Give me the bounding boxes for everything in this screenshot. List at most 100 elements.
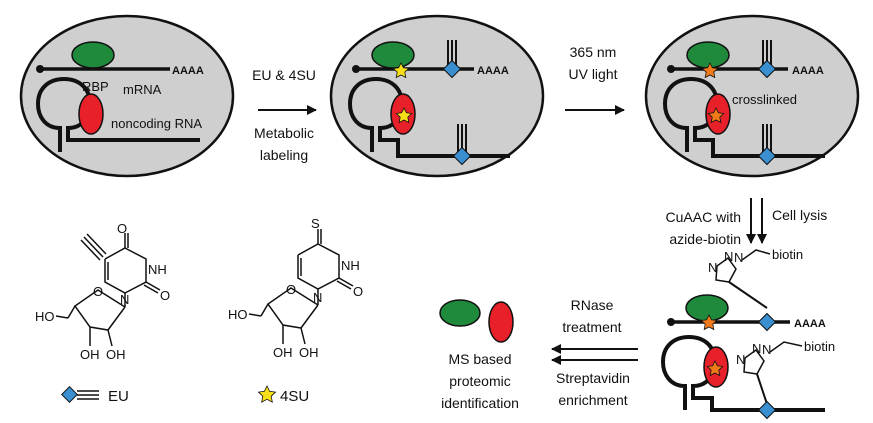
triazole-ring [715,256,737,283]
uracil-ring [297,243,340,290]
triazole-atom: N [734,250,743,265]
carbonyl-bond [336,280,352,290]
triazole-atom: N [752,341,761,356]
ho-bond [55,315,69,319]
triazole-biotin-bottom: N N N biotin [736,339,835,405]
result-line3: identification [441,395,519,411]
4su-atom-n: N [313,290,322,305]
star-4su-icon [395,107,413,124]
carbonyl-bond [143,284,159,294]
cell-labeled: AAAA [329,14,545,178]
mrna-label: mRNA [123,82,162,97]
4su-legend-star-icon [257,385,277,403]
star-crosslinked-icon [701,62,719,79]
eu-atom-n: N [120,292,129,307]
biotinylated-rna-complex: N N N biotin AAAA N N N biotin [660,247,835,420]
triazole-biotin-top: N N N biotin [708,247,803,309]
eu-marker-icon [757,312,777,332]
eu-atom-o: O [160,288,170,303]
step3-right-label: Cell lysis [772,207,827,223]
eu-marker-icon [757,400,777,420]
4su-atom-oh: OH [273,345,293,360]
alkyne-bond [80,239,101,261]
step2-label-line2: UV light [568,66,617,82]
triazole-atom: N [708,260,717,275]
triazole-atom: N [724,249,733,264]
4su-atom-o: O [286,282,296,297]
polya-tail-label: AAAA [477,65,509,77]
star-crosslinked-icon [700,314,718,331]
step2-label-line1: 365 nm [570,44,617,60]
eu-legend-marker-icon [61,386,78,403]
triazole-link-bond [728,281,768,309]
4su-atom-nh: NH [341,258,360,273]
ncrna-label: noncoding RNA [111,116,202,131]
eu-atom-nh: NH [148,262,167,277]
alkyne-bond [86,233,107,255]
triazole-atom: N [736,352,745,367]
polya-tail-label: AAAA [794,318,826,330]
crosslinked-label: crosslinked [732,92,797,107]
eu-structure [55,233,161,347]
eu-marker-icon [442,59,462,79]
triazole-link-bond [756,373,768,405]
rbp-green [371,41,415,69]
alkyne-bond [83,236,104,258]
cell-unlabeled: AAAA RBP mRNA noncoding RNA [19,14,235,178]
4su-structure [248,229,354,345]
step1-top-label: EU & 4SU [252,67,316,83]
ch2-bond [67,305,76,319]
eu-marker-icon [757,146,777,166]
ho-bond [248,313,262,317]
carbonyl-bond [145,281,161,291]
biotin-linker [741,249,771,261]
eu-atom-o: O [93,284,103,299]
step1-label-line2: labeling [260,147,308,163]
cell-crosslinked: AAAA crosslinked [644,14,860,178]
isolated-rbp-green [439,299,481,327]
step1-label-line1: Metabolic [254,125,314,141]
eu-marker-icon [452,146,472,166]
noncoding-rna-strand [662,76,825,158]
star-crosslinked-icon [706,360,724,377]
polya-tail-label: AAAA [172,65,204,77]
oh-bond [300,327,306,345]
step4-bottom-line1: Streptavidin [556,370,630,386]
biotin-linker [769,341,803,353]
rbp-green [685,294,729,322]
star-4su-icon [392,62,410,79]
cell-membrane [329,14,545,178]
eu-atom-oh: OH [80,347,100,362]
biotin-label-top: biotin [772,247,803,262]
step3-left-line1: CuAAC with [666,209,741,225]
biotin-label-bottom: biotin [804,339,835,354]
4su-atom-ho: HO [228,307,248,322]
eu-marker-icon [757,59,777,79]
rbp-red [78,93,104,135]
polya-tail-label: AAAA [792,65,824,77]
result-line1: MS based [448,351,511,367]
star-crosslinked-icon [707,107,725,124]
noncoding-rna-strand [347,76,510,158]
triazole-ring [743,348,765,375]
4su-legend-label: 4SU [280,388,309,405]
ribose-ring [266,287,319,329]
noncoding-rna-strand [660,334,825,412]
step4-bottom-line2: enrichment [558,392,627,408]
carbonyl-bond [338,277,354,287]
oh-bond [107,329,113,347]
isolated-rbp-red [488,301,514,343]
4su-atom-s: S [311,216,320,231]
eu-atom-oh: OH [106,347,126,362]
ch2-bond [260,303,269,317]
ribose-ring [73,289,126,331]
step4-top-line1: RNase [571,297,614,313]
result-line2: proteomic [449,373,510,389]
uracil-ring [104,247,147,294]
eu-atom-o: O [117,221,127,236]
4su-atom-o: O [353,284,363,299]
eu-atom-ho: HO [35,309,55,324]
rbp-green [686,41,730,69]
rbp-green [71,41,115,69]
